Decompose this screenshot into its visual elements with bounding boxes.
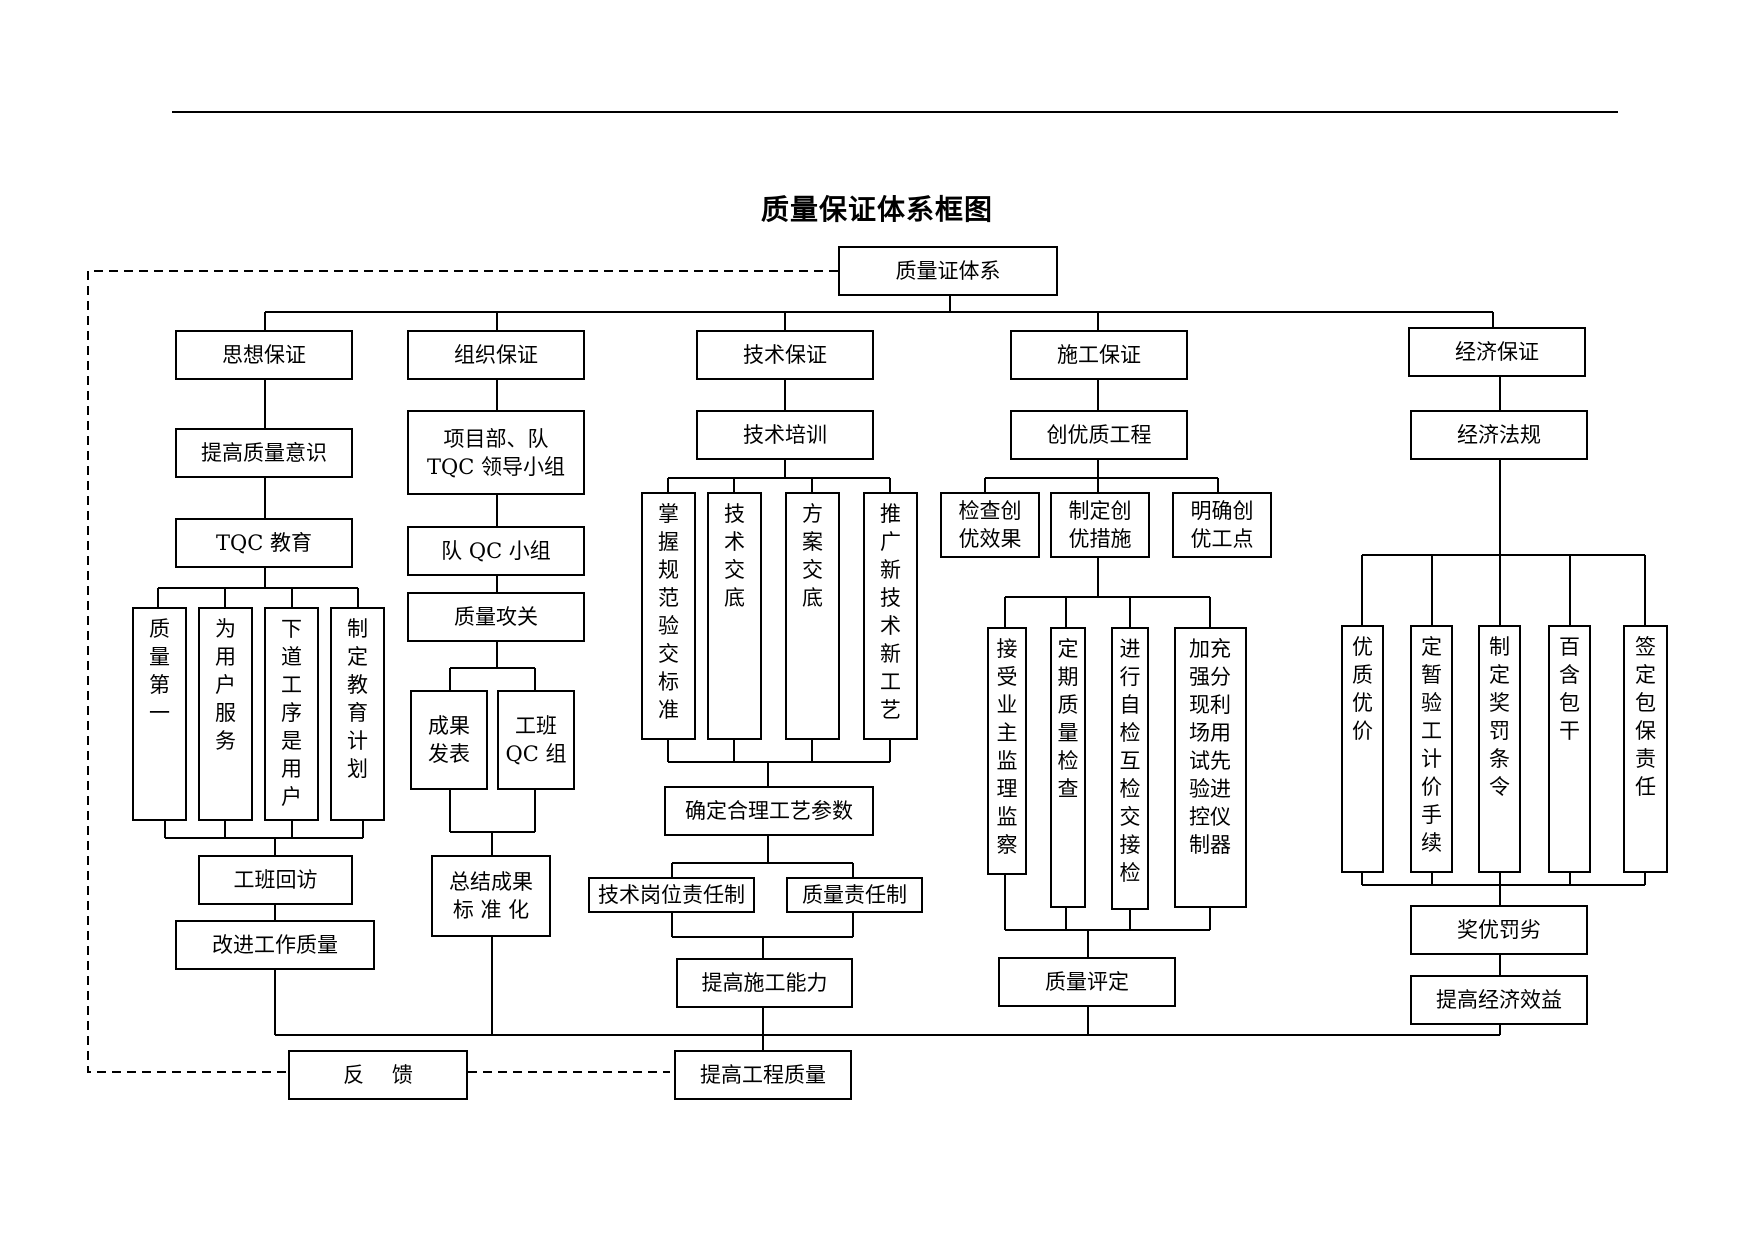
shigong-head-box: 施工保证	[1010, 330, 1188, 380]
jingji-vertical-1-label: 优质优价	[1352, 635, 1373, 743]
jingji-vertical-3-box: 制定奖罚条令	[1478, 625, 1521, 873]
zuzhi-split-1-box: 成果 发表	[410, 690, 488, 790]
jishu-vertical-3-label: 方案交底	[802, 502, 823, 610]
zuzhi-item-3-label: 质量攻关	[454, 605, 538, 629]
sixiang-vertical-1-box: 质量第一	[132, 607, 187, 821]
feedback-box: 反 馈	[288, 1050, 468, 1100]
jishu-vertical-1-label: 掌握规范验交标准	[658, 502, 679, 722]
root-box: 质量证体系	[838, 246, 1058, 296]
jishu-vertical-4-box: 推广新技术新工艺	[863, 492, 918, 740]
shigong-small-1-box: 检查创 优效果	[940, 492, 1040, 558]
shigong-vertical-1-box: 接受业主监理监察	[987, 627, 1027, 875]
final-label: 提高工程质量	[700, 1063, 826, 1087]
feedback-label: 反 馈	[343, 1063, 413, 1087]
sixiang-vertical-4-label: 制定教育计划	[347, 617, 368, 781]
jishu-head-label: 技术保证	[743, 343, 827, 367]
zuzhi-item-2-box: 队 QC 小组	[407, 526, 585, 576]
jingji-vertical-2-box: 定暂验工计价手续	[1410, 625, 1453, 873]
shigong-vertical-2-box: 定期质量检查	[1050, 627, 1086, 908]
sixiang-vertical-2-label: 为用户服务	[215, 617, 236, 753]
sixiang-item-2-box: TQC 教育	[175, 518, 353, 568]
jishu-final-label: 提高施工能力	[701, 971, 828, 995]
jingji-head-box: 经济保证	[1408, 327, 1586, 377]
shigong-vertical-3-label: 进行自检互检交接检	[1119, 637, 1141, 885]
zuzhi-head-label: 组织保证	[454, 343, 538, 367]
jishu-head-box: 技术保证	[696, 330, 874, 380]
sixiang-item-1-label: 提高质量意识	[201, 441, 327, 465]
jishu-split-1-label: 技术岗位责任制	[598, 883, 745, 907]
shigong-vertical-3-box: 进行自检互检交接检	[1111, 627, 1149, 910]
zuzhi-split-1-label: 成果 发表	[428, 714, 470, 766]
zuzhi-after-1-box: 总结成果 标 准 化	[431, 855, 551, 937]
shigong-item-1-box: 创优质工程	[1010, 410, 1188, 460]
sixiang-vertical-4-box: 制定教育计划	[330, 607, 385, 821]
jishu-item-1-label: 技术培训	[743, 423, 827, 447]
jishu-vertical-4-label: 推广新技术新工艺	[880, 502, 901, 722]
jingji-after-1-box: 奖优罚劣	[1410, 905, 1588, 955]
header-rule	[172, 111, 1618, 113]
jingji-vertical-5-box: 签定包保责任	[1623, 625, 1668, 873]
shigong-after-1-label: 质量评定	[1045, 970, 1129, 994]
jishu-split-1-box: 技术岗位责任制	[588, 877, 755, 913]
shigong-head-label: 施工保证	[1057, 343, 1141, 367]
jingji-vertical-1-box: 优质优价	[1341, 625, 1384, 873]
shigong-vertical-1-label: 接受业主监理监察	[996, 637, 1018, 857]
shigong-small-2-box: 制定创 优措施	[1050, 492, 1150, 558]
sixiang-vertical-3-label: 下道工序是用户	[281, 617, 302, 809]
jingji-vertical-4-box: 百含包干	[1548, 625, 1591, 873]
shigong-small-3-box: 明确创 优工点	[1172, 492, 1272, 558]
jingji-item-1-label: 经济法规	[1457, 423, 1541, 447]
sixiang-item-1-box: 提高质量意识	[175, 428, 353, 478]
jishu-vertical-2-label: 技术交底	[724, 502, 745, 610]
jishu-vertical-1-box: 掌握规范验交标准	[641, 492, 696, 740]
shigong-vertical-4-box: 加充强分现利场用试先验进控仪制器	[1174, 627, 1247, 908]
jingji-after-1-label: 奖优罚劣	[1457, 918, 1541, 942]
shigong-item-1-label: 创优质工程	[1046, 423, 1152, 447]
zuzhi-item-1-label: 项目部、队 TQC 领导小组	[427, 426, 565, 479]
final-box: 提高工程质量	[674, 1050, 852, 1100]
shigong-vertical-2-label: 定期质量检查	[1057, 637, 1079, 801]
jishu-after-1-label: 确定合理工艺参数	[685, 799, 853, 823]
jishu-after-1-box: 确定合理工艺参数	[664, 786, 874, 836]
jingji-vertical-4-label: 百含包干	[1559, 635, 1580, 743]
zuzhi-split-2-label: 工班 QC 组	[505, 714, 567, 766]
jishu-item-1-box: 技术培训	[696, 410, 874, 460]
shigong-small-3-label: 明确创 优工点	[1190, 499, 1254, 551]
jingji-item-1-box: 经济法规	[1410, 410, 1588, 460]
jingji-vertical-2-label: 定暂验工计价手续	[1421, 635, 1442, 855]
sixiang-after-1-box: 工班回访	[198, 855, 353, 905]
sixiang-after-2-label: 改进工作质量	[212, 933, 338, 957]
jingji-vertical-3-label: 制定奖罚条令	[1489, 635, 1510, 799]
zuzhi-head-box: 组织保证	[407, 330, 585, 380]
zuzhi-item-2-label: 队 QC 小组	[441, 539, 551, 563]
sixiang-head-label: 思想保证	[222, 343, 306, 367]
jishu-split-2-box: 质量责任制	[786, 877, 923, 913]
sixiang-head-box: 思想保证	[175, 330, 353, 380]
jishu-split-2-label: 质量责任制	[802, 883, 907, 907]
jingji-after-2-box: 提高经济效益	[1410, 975, 1588, 1025]
shigong-after-1-box: 质量评定	[998, 957, 1176, 1007]
sixiang-item-2-label: TQC 教育	[216, 531, 312, 555]
sixiang-vertical-3-box: 下道工序是用户	[264, 607, 319, 821]
shigong-small-2-label: 制定创 优措施	[1068, 499, 1132, 551]
jishu-final-box: 提高施工能力	[676, 958, 853, 1008]
shigong-small-1-label: 检查创 优效果	[958, 499, 1022, 551]
jingji-head-label: 经济保证	[1455, 340, 1539, 364]
jishu-vertical-3-box: 方案交底	[785, 492, 840, 740]
jingji-vertical-5-label: 签定包保责任	[1635, 635, 1656, 799]
sixiang-after-1-label: 工班回访	[233, 868, 318, 892]
zuzhi-split-2-box: 工班 QC 组	[497, 690, 575, 790]
jishu-vertical-2-box: 技术交底	[707, 492, 762, 740]
zuzhi-item-3-box: 质量攻关	[407, 592, 585, 642]
sixiang-after-2-box: 改进工作质量	[175, 920, 375, 970]
shigong-vertical-4-label: 加充强分现利场用试先验进控仪制器	[1189, 637, 1231, 857]
sixiang-vertical-2-box: 为用户服务	[198, 607, 253, 821]
zuzhi-after-1-label: 总结成果 标 准 化	[449, 870, 533, 922]
diagram-title: 质量保证体系框图	[760, 193, 993, 226]
jingji-after-2-label: 提高经济效益	[1436, 988, 1562, 1012]
root-label: 质量证体系	[895, 259, 1001, 283]
zuzhi-item-1-box: 项目部、队 TQC 领导小组	[407, 410, 585, 495]
sixiang-vertical-1-label: 质量第一	[149, 617, 170, 725]
